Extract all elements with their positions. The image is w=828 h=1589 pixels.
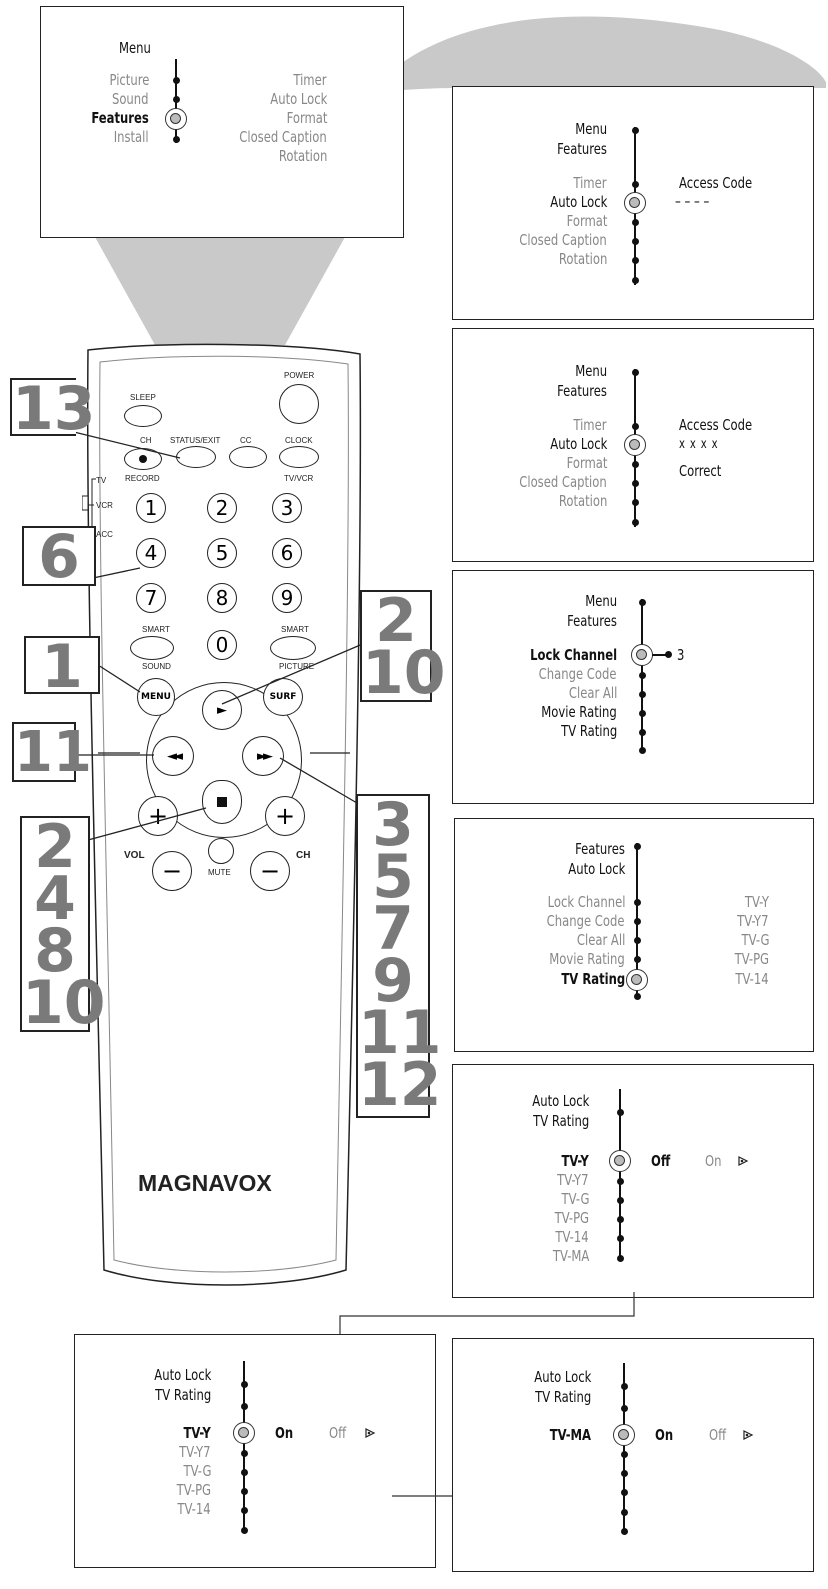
step-callout-13: 13 [10,378,76,436]
step-callout-2-4-8-10: 2 4 8 10 [20,816,90,1032]
step-callout-3-12: 3 5 7 9 11 12 [356,794,430,1118]
step-number: 10 [362,646,430,700]
step-callout-2-10: 2 10 [360,590,432,702]
step-callout-11: 11 [12,722,76,782]
step-number: 1 [26,640,98,694]
step-number: 12 [358,1058,428,1112]
step-callout-1: 1 [24,636,100,694]
step-number: 11 [14,726,74,780]
step-number: 6 [24,530,94,584]
step-callout-6: 6 [22,526,96,586]
step-number: 10 [22,976,88,1030]
step-number: 13 [12,382,78,436]
